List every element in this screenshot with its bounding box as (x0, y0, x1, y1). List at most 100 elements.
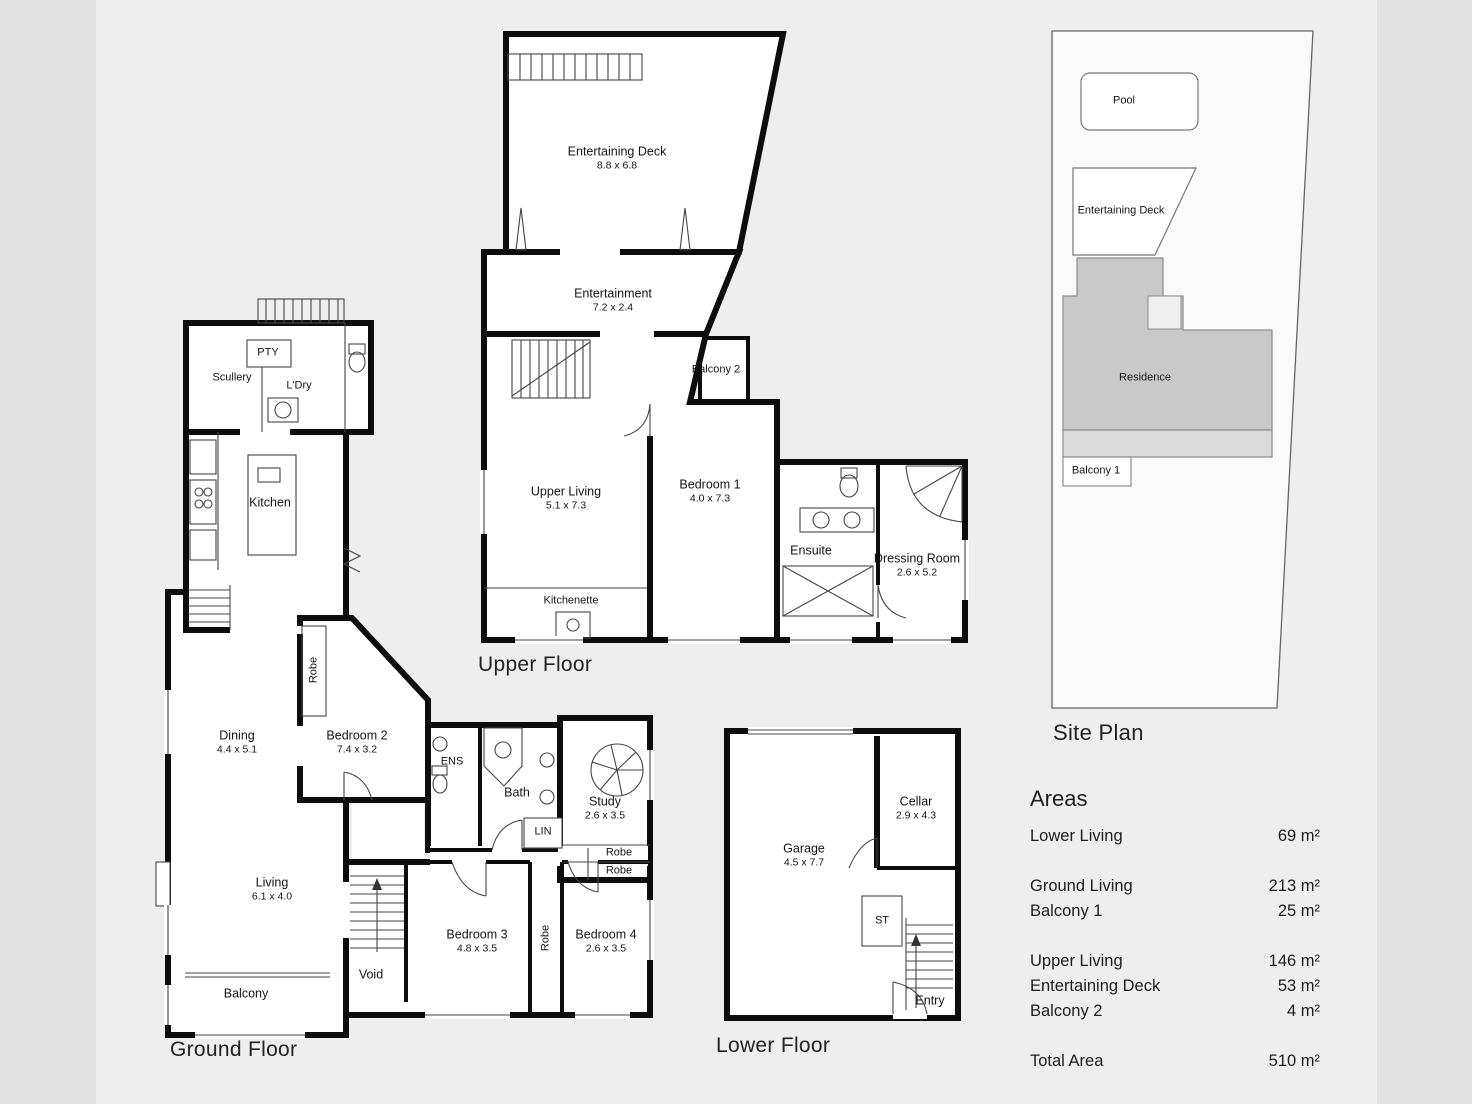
room-name: Bedroom 2 (326, 728, 388, 743)
room-name: Entertainment (574, 286, 652, 301)
room-label-bath: Bath (504, 786, 530, 801)
area-row-total: Total Area 510 m² (1030, 1049, 1320, 1074)
room-dims: 8.8 x 6.8 (596, 159, 638, 172)
room-name: Bedroom 1 (679, 477, 741, 492)
room-dims: 2.6 x 5.2 (896, 566, 938, 579)
room-dims: 7.4 x 3.2 (336, 743, 378, 756)
area-value: 146 m² (1268, 952, 1320, 970)
site-label-residence: Residence (1119, 372, 1171, 385)
area-row-entertaining-deck: Entertaining Deck 53 m² (1030, 974, 1320, 999)
room-label-st: ST (875, 915, 889, 928)
room-label-bedroom4: Bedroom 4 2.6 x 3.5 (575, 927, 636, 954)
area-value: 213 m² (1268, 877, 1320, 895)
room-name: Robe (307, 656, 320, 684)
site-item-label: Residence (1119, 371, 1171, 384)
room-label-robe-4: Robe (540, 925, 553, 951)
room-label-void: Void (359, 968, 383, 983)
room-name: Balcony 2 (691, 363, 741, 376)
room-name: Scullery (212, 371, 252, 384)
room-dims: 4.4 x 5.1 (216, 743, 258, 756)
site-label-balcony1: Balcony 1 (1072, 465, 1120, 478)
room-label-cellar: Cellar 2.9 x 4.3 (896, 794, 936, 821)
room-label-scullery: Scullery (212, 372, 251, 385)
room-name: Bedroom 3 (446, 927, 508, 942)
room-name: ST (874, 914, 890, 927)
room-name: ENS (440, 755, 464, 768)
upper-floor-drawing (480, 31, 969, 644)
upper-floor-title: Upper Floor (478, 653, 593, 676)
room-name: Study (589, 794, 621, 809)
room-dims: 6.1 x 4.0 (251, 890, 293, 903)
areas-title: Areas (1030, 786, 1088, 811)
room-label-pty: PTY (257, 347, 278, 360)
room-label-robe-3: Robe (606, 865, 632, 878)
room-label-kitchenette: Kitchenette (543, 595, 598, 608)
room-label-ensuite: Ensuite (790, 544, 832, 559)
area-label: Balcony 2 (1030, 1002, 1103, 1020)
site-plan-title: Site Plan (1053, 720, 1144, 745)
room-name: Bath (504, 785, 530, 800)
room-name: Living (255, 875, 289, 890)
room-label-balcony2: Balcony 2 (692, 364, 740, 377)
area-value: 69 m² (1277, 827, 1320, 845)
area-label: Lower Living (1030, 827, 1123, 845)
room-name: Entry (915, 993, 945, 1008)
room-label-dining: Dining 4.4 x 5.1 (217, 728, 257, 755)
ground-floor-title: Ground Floor (170, 1038, 298, 1061)
room-name: Cellar (899, 794, 933, 809)
site-label-entertaining-deck: Entertaining Deck (1078, 205, 1165, 218)
room-label-ldry: L'Dry (286, 380, 311, 393)
room-label-bedroom2: Bedroom 2 7.4 x 3.2 (326, 728, 387, 755)
room-name: Dressing Room (873, 551, 961, 566)
room-label-robe-1: Robe (308, 657, 321, 683)
room-name: Upper Living (530, 484, 602, 499)
room-label-study: Study 2.6 x 3.5 (585, 794, 625, 821)
room-name: Robe (605, 846, 633, 859)
room-dims: 7.2 x 2.4 (592, 301, 634, 314)
room-dims: 2.6 x 3.5 (585, 942, 627, 955)
room-name: Robe (605, 864, 633, 877)
lower-floor-drawing (724, 727, 961, 1021)
room-name: Bedroom 4 (575, 927, 637, 942)
area-value: 4 m² (1287, 1002, 1320, 1020)
room-label-upper-living: Upper Living 5.1 x 7.3 (531, 484, 601, 511)
room-label-ens: ENS (441, 756, 464, 769)
room-label-lin: LIN (534, 826, 551, 839)
site-item-label: Balcony 1 (1071, 464, 1121, 477)
area-label: Entertaining Deck (1030, 977, 1161, 995)
area-row-ground-living: Ground Living 213 m² (1030, 874, 1320, 899)
area-row-lower-living: Lower Living 69 m² (1030, 824, 1320, 849)
area-value: 25 m² (1277, 902, 1320, 920)
room-label-garage: Garage 4.5 x 7.7 (783, 841, 825, 868)
room-name: L'Dry (286, 379, 312, 392)
room-label-kitchen: Kitchen (249, 496, 291, 511)
site-plan-drawing (1051, 30, 1314, 709)
room-name: Entertaining Deck (567, 144, 667, 159)
room-dims: 4.5 x 7.7 (783, 856, 825, 869)
room-label-living: Living 6.1 x 4.0 (252, 875, 292, 902)
area-label: Ground Living (1030, 877, 1133, 895)
room-name: Kitchen (249, 495, 291, 510)
area-value: 510 m² (1268, 1052, 1320, 1070)
room-name: Dining (219, 728, 255, 743)
room-label-dressing-room: Dressing Room 2.6 x 5.2 (874, 551, 960, 578)
area-label: Upper Living (1030, 952, 1123, 970)
area-label: Balcony 1 (1030, 902, 1103, 920)
room-label-entertaining-deck: Entertaining Deck 8.8 x 6.8 (568, 144, 667, 171)
room-name: LIN (534, 825, 552, 838)
area-value: 53 m² (1277, 977, 1320, 995)
room-label-bedroom3: Bedroom 3 4.8 x 3.5 (446, 927, 507, 954)
room-name: Ensuite (790, 543, 832, 558)
lower-floor-title: Lower Floor (716, 1034, 831, 1057)
area-row-balcony1: Balcony 1 25 m² (1030, 899, 1320, 924)
room-name: Robe (539, 924, 552, 952)
area-label: Total Area (1030, 1052, 1104, 1070)
room-label-bedroom1: Bedroom 1 4.0 x 7.3 (679, 477, 740, 504)
room-label-robe-2: Robe (606, 847, 632, 860)
room-dims: 4.0 x 7.3 (689, 492, 731, 505)
room-name: Garage (783, 841, 825, 856)
room-name: Balcony (223, 986, 269, 1001)
areas-panel: Areas Lower Living 69 m² Ground Living 2… (1030, 786, 1320, 1074)
site-item-label: Entertaining Deck (1077, 204, 1165, 217)
